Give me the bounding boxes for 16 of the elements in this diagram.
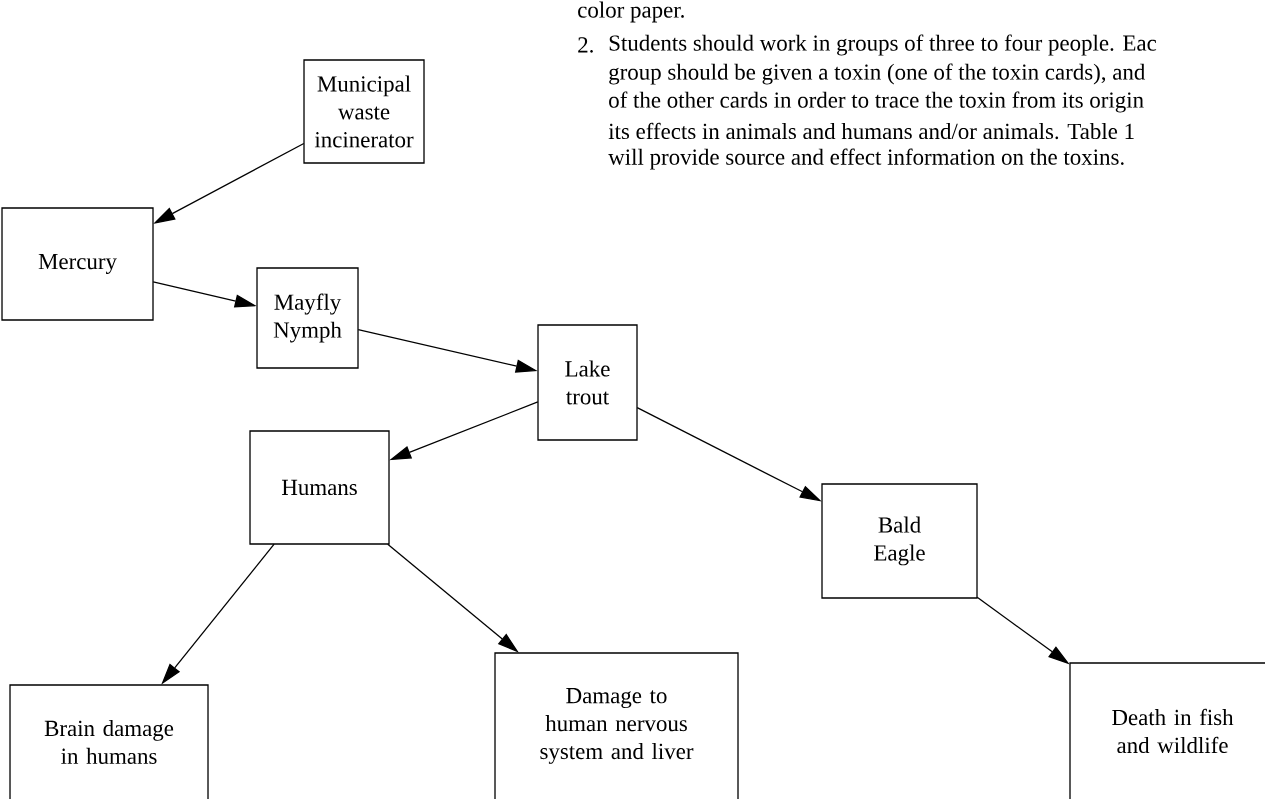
instruction-text: 2.	[578, 37, 593, 53]
instruction-text: of the other cards in order to trace the toxin from its origin	[609, 91, 1144, 113]
instruction-text: group should be given a toxin (one of the toxin cards), and	[609, 63, 1146, 85]
text-box: Brain damage in humans	[9, 684, 209, 799]
text-box: Bald Eagle	[821, 483, 978, 599]
text-box: Death in fish and wildlife	[1069, 662, 1265, 799]
text-box: Municipal waste incinerator	[303, 59, 425, 164]
instruction-text: its effects in animals and humans and/or animals. Table 1	[608, 122, 1134, 140]
text-box: Mayfly Nymph	[256, 267, 359, 369]
instruction-text: color paper.	[578, 1, 684, 23]
text-box: Mercury	[1, 207, 154, 321]
text-box: Humans	[249, 430, 390, 545]
text-box: Damage to human nervous system and liver	[494, 652, 739, 799]
text-box: Lake trout	[537, 324, 638, 441]
instruction-text: will provide source and effect information on the toxins.	[608, 148, 1124, 170]
instruction-text: Students should work in groups of three to four people. Eac	[609, 34, 1157, 56]
